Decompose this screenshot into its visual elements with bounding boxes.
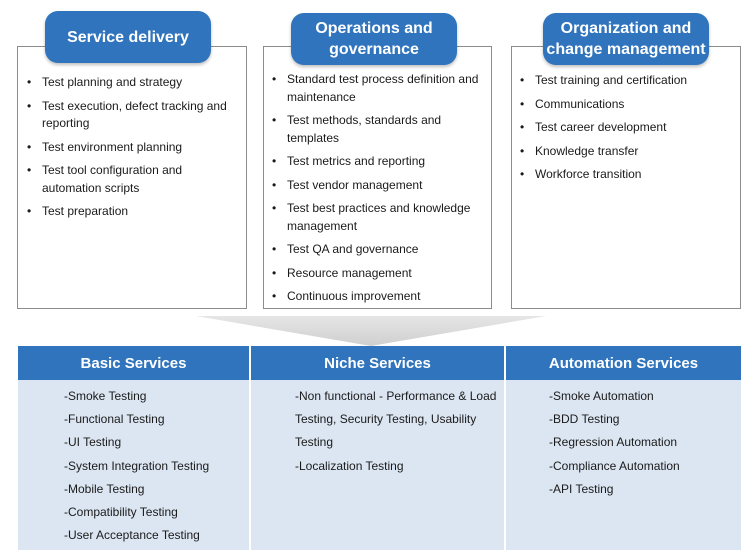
list-item: Knowledge transfer xyxy=(518,143,733,161)
panel-divider xyxy=(504,380,506,550)
organization-change-list: Test training and certification Communic… xyxy=(518,72,733,190)
service-delivery-box: Test planning and strategy Test executio… xyxy=(17,46,247,309)
band-divider xyxy=(249,346,251,380)
list-item: Workforce transition xyxy=(518,166,733,184)
list-item: Test QA and governance xyxy=(270,241,485,259)
list-item: -Compatibility Testing xyxy=(64,505,178,520)
list-item: Resource management xyxy=(270,265,485,283)
service-delivery-title: Service delivery xyxy=(67,28,189,46)
basic-services-list: -Smoke Testing -Functional Testing -UI T… xyxy=(64,385,244,547)
list-item: Test training and certification xyxy=(518,72,733,90)
automation-services-header: Automation Services xyxy=(548,354,699,372)
list-item: Test vendor management xyxy=(270,177,485,195)
operations-governance-box: Standard test process definition and mai… xyxy=(263,46,492,309)
list-item: -User Acceptance Testing xyxy=(64,528,200,543)
list-item: -Regression Automation xyxy=(549,435,678,450)
panel-divider xyxy=(249,380,251,550)
list-item: -Compliance Automation xyxy=(549,458,680,473)
organization-change-header: Organization and change management xyxy=(543,13,709,65)
niche-services-list: -Non functional - Performance & Load Tes… xyxy=(295,385,499,478)
operations-governance-header: Operations and governance xyxy=(291,13,457,65)
organization-change-box: Test training and certification Communic… xyxy=(511,46,741,309)
list-item: Test execution, defect tracking and repo… xyxy=(25,98,237,133)
service-delivery-list: Test planning and strategy Test executio… xyxy=(25,74,237,227)
list-item: -Smoke Automation xyxy=(549,389,654,403)
organization-change-title: Organization and change management xyxy=(546,20,706,58)
list-item: Test career development xyxy=(518,119,733,137)
operations-governance-title: Operations and governance xyxy=(315,20,433,58)
list-item: Test planning and strategy xyxy=(25,74,237,92)
services-header-band: Basic Services Niche Services Automation… xyxy=(18,346,741,380)
list-item: -UI Testing xyxy=(64,435,122,450)
basic-services-header: Basic Services xyxy=(80,354,187,372)
band-divider xyxy=(504,346,506,380)
list-item: Test preparation xyxy=(25,203,237,221)
automation-services-list: -Smoke Automation -BDD Testing -Regressi… xyxy=(549,385,734,501)
operations-governance-list: Standard test process definition and mai… xyxy=(270,71,485,312)
list-item: -System Integration Testing xyxy=(64,458,210,473)
list-item: Test tool configuration and automation s… xyxy=(25,162,237,197)
list-item: -Non functional - Performance & Load Tes… xyxy=(295,389,497,450)
list-item: -BDD Testing xyxy=(549,412,620,427)
list-item: -Mobile Testing xyxy=(64,481,145,496)
list-item: -Functional Testing xyxy=(64,412,165,427)
service-delivery-header: Service delivery xyxy=(45,11,211,63)
list-item: Test metrics and reporting xyxy=(270,153,485,171)
list-item: Test methods, standards and templates xyxy=(270,112,485,147)
niche-services-header: Niche Services xyxy=(324,354,431,372)
list-item: Continuous improvement xyxy=(270,288,485,306)
services-panel: -Smoke Testing -Functional Testing -UI T… xyxy=(18,380,741,550)
list-item: -Smoke Testing xyxy=(64,389,147,403)
list-item: Test environment planning xyxy=(25,139,237,157)
list-item: Standard test process definition and mai… xyxy=(270,71,485,106)
down-arrow-icon xyxy=(196,316,546,346)
list-item: Communications xyxy=(518,96,733,114)
list-item: -API Testing xyxy=(549,481,614,496)
list-item: -Localization Testing xyxy=(295,458,404,473)
list-item: Test best practices and knowledge manage… xyxy=(270,200,485,235)
